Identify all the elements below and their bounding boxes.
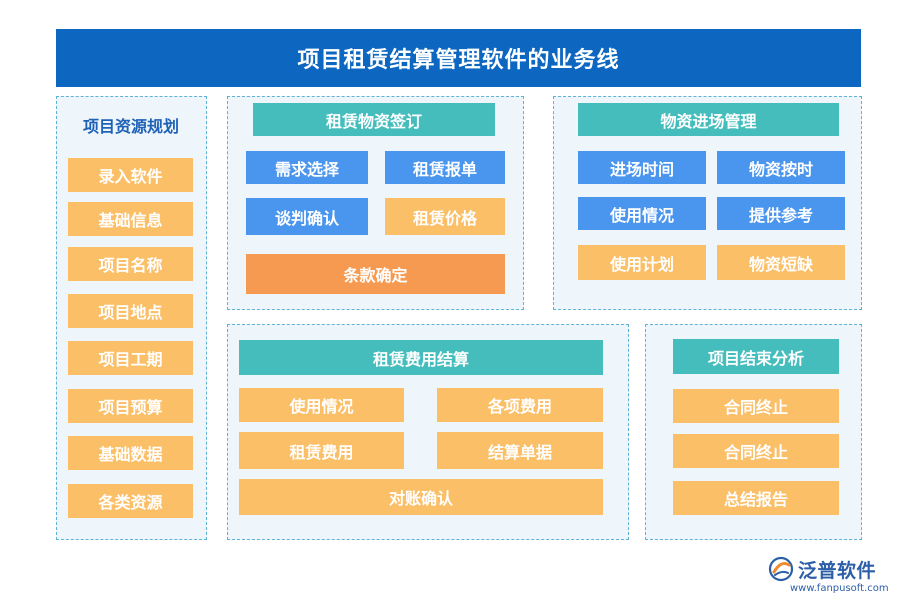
entry-item: 使用情况 (578, 197, 706, 230)
signing-item: 谈判确认 (246, 198, 368, 235)
resource-item: 各类资源 (68, 484, 193, 518)
logo-name: 泛普软件 (798, 560, 877, 582)
diagram-title: 项目租赁结算管理软件的业务线 (56, 29, 861, 87)
signing-item: 需求选择 (246, 151, 368, 184)
fanpu-logo-icon (768, 556, 794, 582)
entry-item: 提供参考 (717, 197, 845, 230)
settlement-item: 租赁费用 (239, 432, 404, 469)
resource-planning-title: 项目资源规划 (82, 117, 179, 136)
fanpu-logo: 泛普软件 www.fanpusoft.com (768, 554, 893, 596)
closure-item: 总结报告 (673, 481, 839, 515)
resource-item: 项目预算 (68, 389, 193, 423)
resource-item: 项目名称 (68, 247, 193, 281)
settlement-item: 使用情况 (239, 388, 404, 422)
signing-footer: 条款确定 (246, 254, 505, 294)
signing-item: 租赁价格 (385, 198, 505, 235)
resource-item: 基础信息 (68, 202, 193, 236)
entry-item: 物资短缺 (717, 245, 845, 280)
closure-item: 合同终止 (673, 389, 839, 423)
material-entry-header: 物资进场管理 (578, 103, 839, 136)
resource-item: 基础数据 (68, 436, 193, 470)
entry-item: 物资按时 (717, 151, 845, 184)
settlement-item: 结算单据 (437, 432, 603, 469)
project-closure-header: 项目结束分析 (673, 339, 839, 374)
resource-item: 项目工期 (68, 341, 193, 375)
settlement-footer: 对账确认 (239, 479, 603, 515)
rental-settlement-header: 租赁费用结算 (239, 340, 603, 375)
logo-url: www.fanpusoft.com (790, 583, 889, 594)
resource-item: 项目地点 (68, 294, 193, 328)
entry-item: 使用计划 (578, 245, 706, 280)
settlement-item: 各项费用 (437, 388, 603, 422)
resource-item: 录入软件 (68, 158, 193, 192)
rental-signing-header: 租赁物资签订 (253, 103, 495, 136)
closure-item: 合同终止 (673, 434, 839, 468)
entry-item: 进场时间 (578, 151, 706, 184)
signing-item: 租赁报单 (385, 151, 505, 184)
